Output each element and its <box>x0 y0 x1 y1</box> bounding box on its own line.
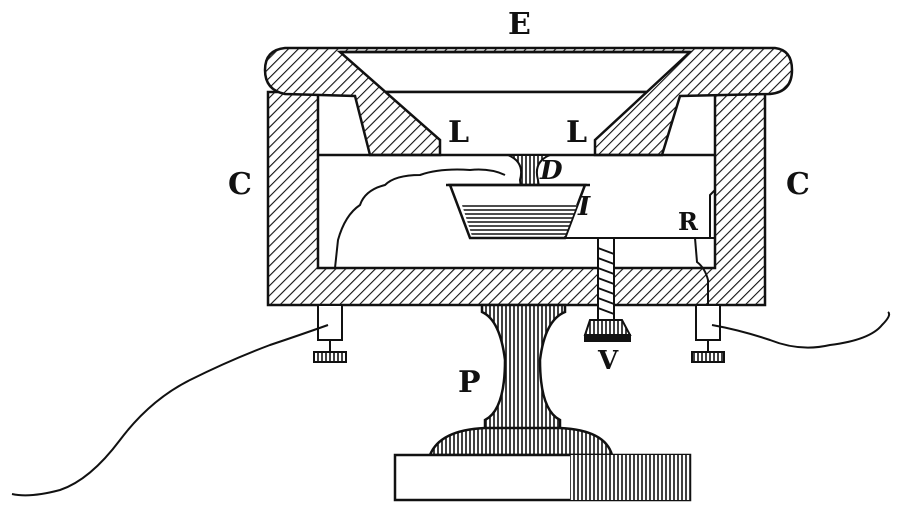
label-p: P <box>458 365 481 400</box>
wire-left <box>11 324 329 497</box>
inner-wire-right <box>694 237 709 305</box>
inner-wire <box>334 168 506 269</box>
label-e: E <box>508 7 531 42</box>
label-c-right: C <box>786 167 810 202</box>
label-i: I <box>578 192 591 222</box>
screw-v <box>583 237 632 342</box>
pedestal-p <box>393 303 692 502</box>
terminal-left <box>313 304 347 363</box>
spring-r <box>470 189 716 239</box>
label-l-right: L <box>566 115 588 150</box>
mouthpiece-e <box>263 46 794 157</box>
label-v: V <box>598 346 619 376</box>
wire-right <box>711 311 891 349</box>
label-r: R <box>678 207 698 236</box>
label-c-left: C <box>228 167 252 202</box>
label-d: D <box>540 156 563 186</box>
cup-i <box>446 183 590 240</box>
label-l-left: L <box>448 115 470 150</box>
terminal-right <box>691 304 725 363</box>
